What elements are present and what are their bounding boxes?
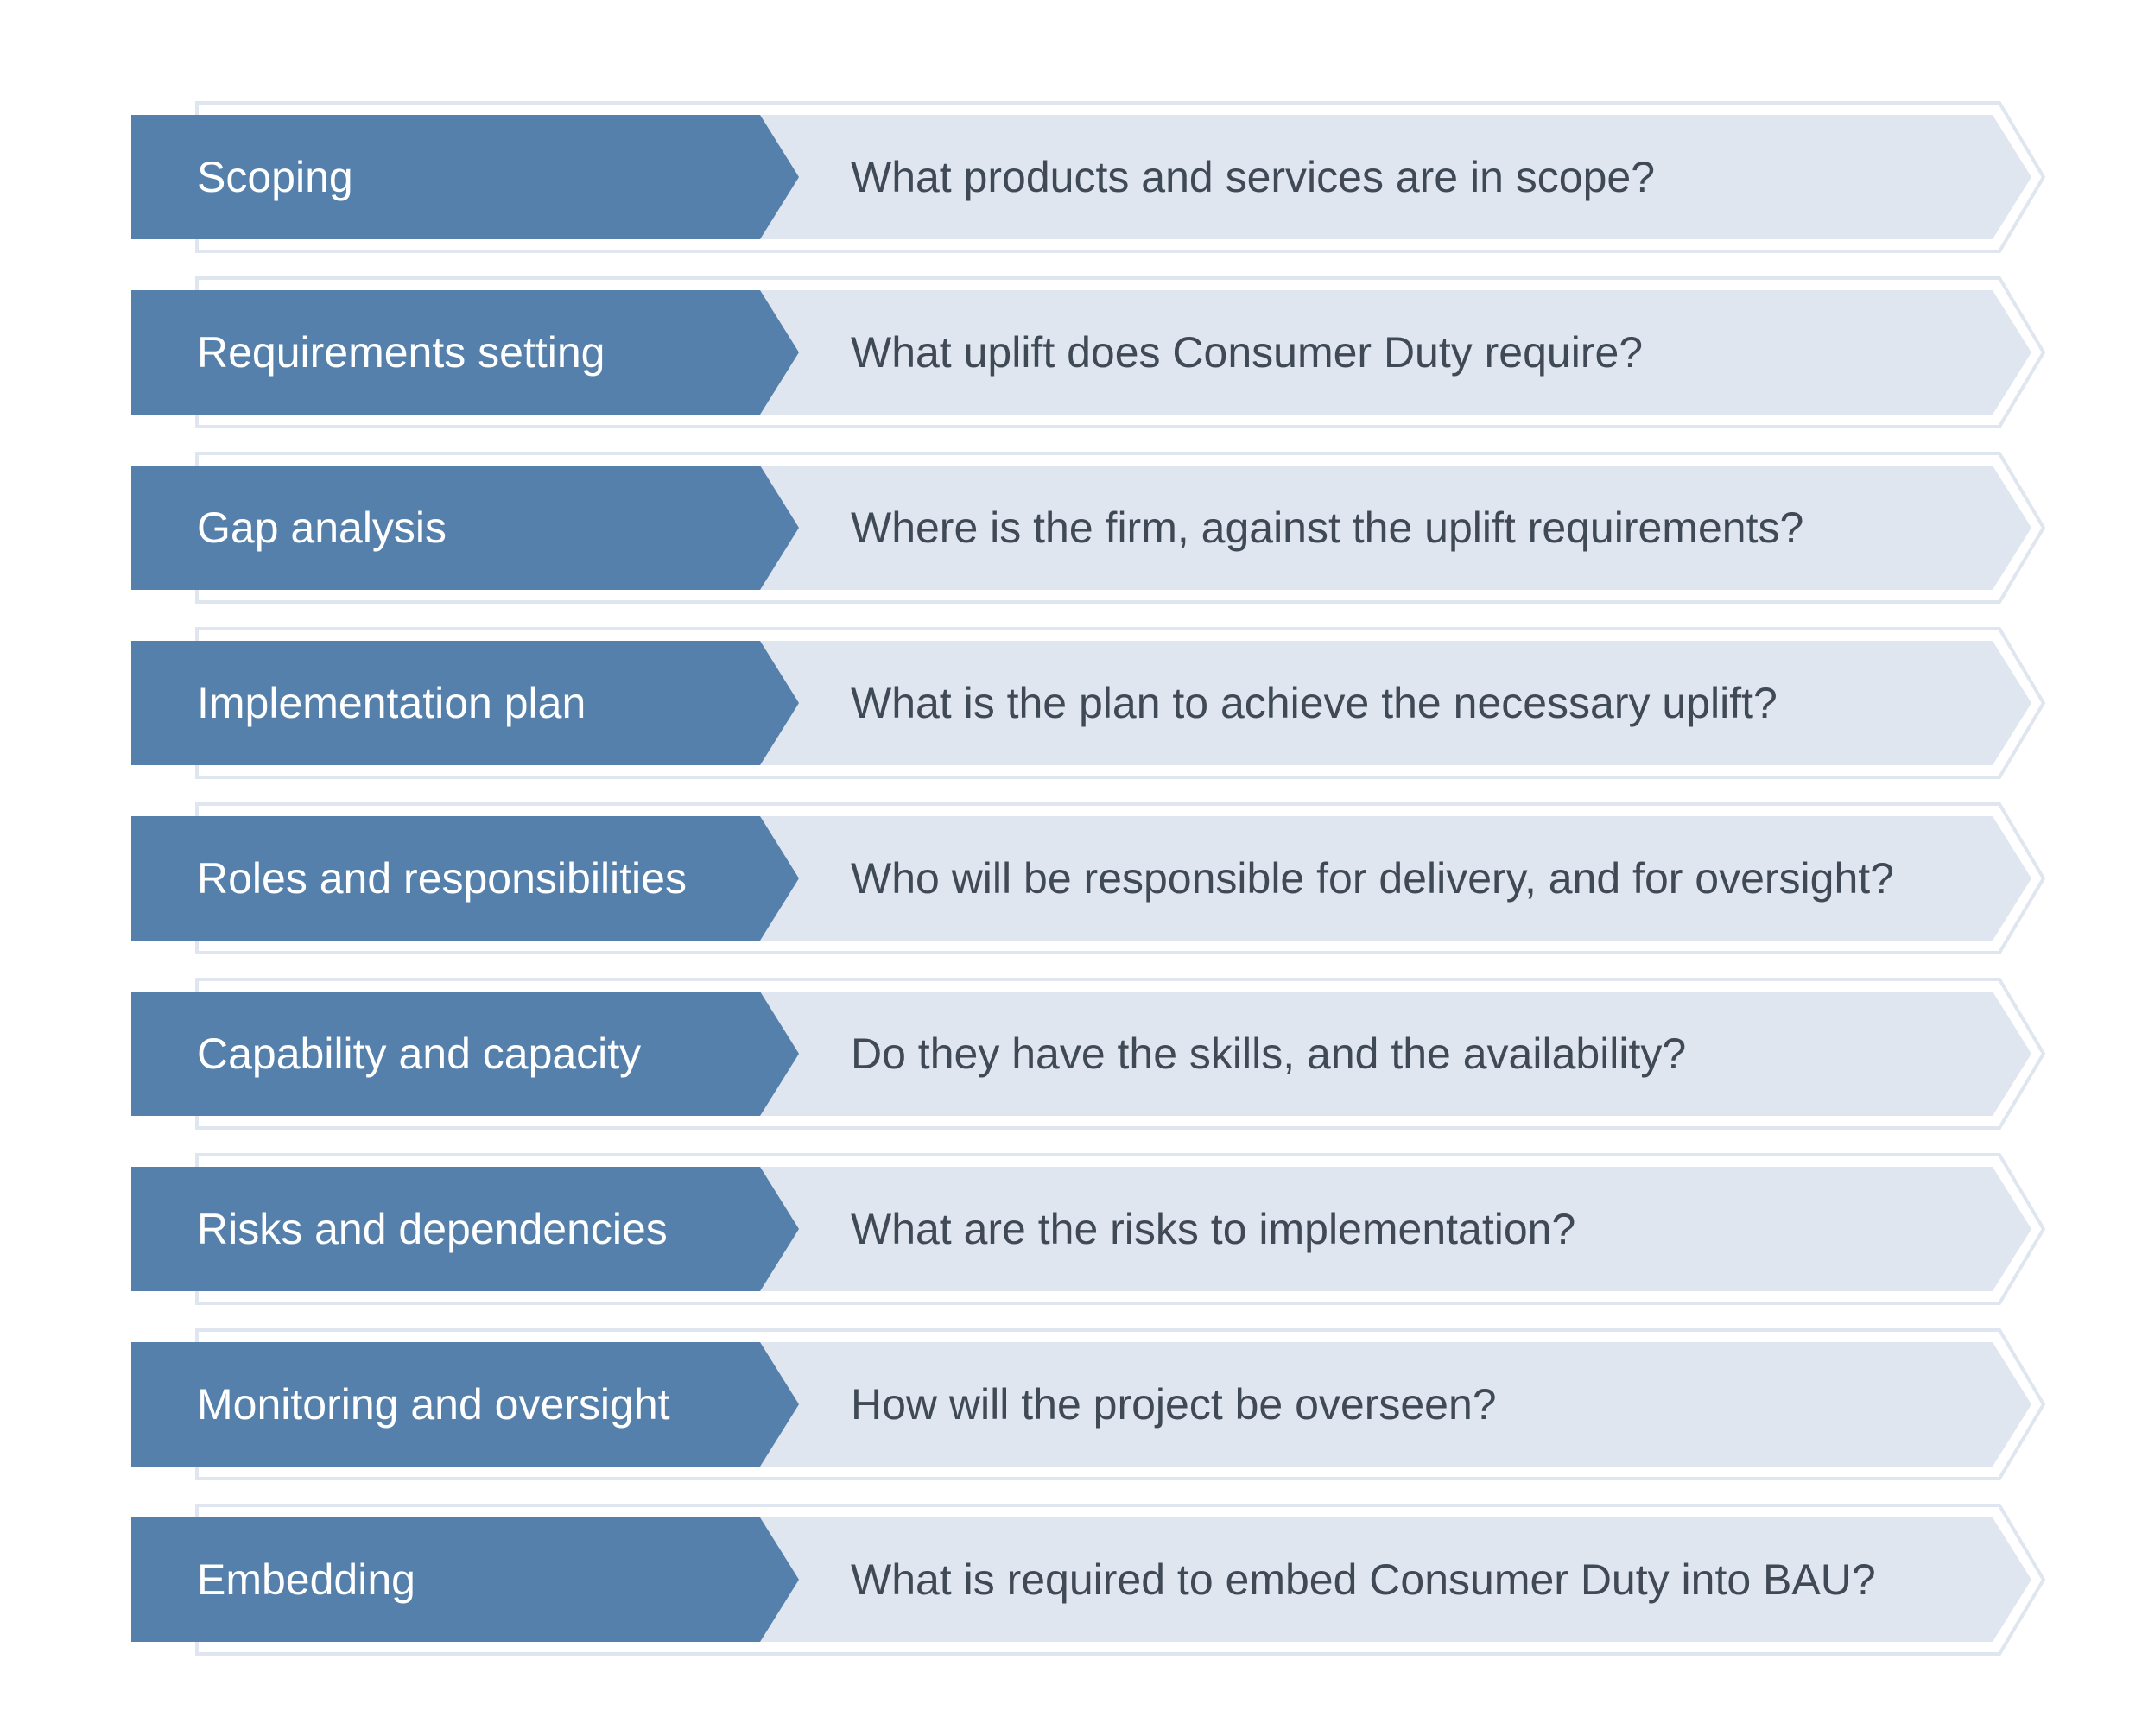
step-label: Risks and dependencies: [197, 1205, 668, 1253]
question-chevron: [743, 1167, 2031, 1291]
step-question: What products and services are in scope?: [851, 153, 1656, 201]
step-question: How will the project be overseen?: [851, 1380, 1497, 1429]
label-chevron: [131, 816, 799, 941]
label-chevron: [131, 115, 799, 239]
label-chevron: [131, 992, 799, 1116]
step-label: Monitoring and oversight: [197, 1380, 670, 1429]
step-row: Embedding What is required to embed Consu…: [0, 1504, 2142, 1656]
step-label: Scoping: [197, 153, 353, 201]
step-question: What is required to embed Consumer Duty …: [851, 1555, 1876, 1604]
step-row: Implementation plan What is the plan to a…: [0, 627, 2142, 779]
step-label: Capability and capacity: [197, 1030, 642, 1078]
question-chevron: [743, 466, 2031, 590]
step-label: Implementation plan: [197, 679, 586, 727]
label-chevron: [131, 466, 799, 590]
step-row: Roles and responsibilities Who will be re…: [0, 802, 2142, 954]
step-row: Gap analysis Where is the firm, against t…: [0, 452, 2142, 604]
step-label: Gap analysis: [197, 504, 447, 552]
step-chevron: [131, 452, 2046, 604]
step-label: Requirements setting: [197, 328, 605, 377]
step-question: Do they have the skills, and the availab…: [851, 1030, 1687, 1078]
question-chevron: [743, 115, 2031, 239]
question-chevron: [743, 290, 2031, 415]
question-chevron: [743, 1342, 2031, 1467]
label-chevron: [131, 1342, 799, 1467]
label-chevron: [131, 1517, 799, 1642]
step-chevron: [131, 101, 2046, 253]
step-question: What are the risks to implementation?: [851, 1205, 1576, 1253]
question-chevron: [743, 641, 2031, 765]
question-chevron: [743, 992, 2031, 1116]
step-row: Monitoring and oversight How will the pro…: [0, 1328, 2142, 1480]
step-row: Requirements setting What uplift does Con…: [0, 276, 2142, 428]
step-question: What uplift does Consumer Duty require?: [851, 328, 1644, 377]
step-chevron: [131, 1153, 2046, 1305]
step-label: Embedding: [197, 1555, 415, 1604]
step-row: Risks and dependencies What are the risks…: [0, 1153, 2142, 1305]
step-chevron: [131, 802, 2046, 954]
step-row: Capability and capacity Do they have the …: [0, 978, 2142, 1130]
step-chevron: [131, 1328, 2046, 1480]
label-chevron: [131, 641, 799, 765]
label-chevron: [131, 1167, 799, 1291]
step-question: What is the plan to achieve the necessar…: [851, 679, 1778, 727]
step-label: Roles and responsibilities: [197, 854, 687, 903]
step-row: Scoping What products and services are in…: [0, 101, 2142, 253]
step-chevron: [131, 1504, 2046, 1656]
step-chevron: [131, 978, 2046, 1130]
step-question: Who will be responsible for delivery, an…: [851, 854, 1894, 903]
question-chevron: [743, 816, 2031, 941]
label-chevron: [131, 290, 799, 415]
step-question: Where is the firm, against the uplift re…: [851, 504, 1804, 552]
question-chevron: [743, 1517, 2031, 1642]
step-chevron: [131, 627, 2046, 779]
step-chevron: [131, 276, 2046, 428]
